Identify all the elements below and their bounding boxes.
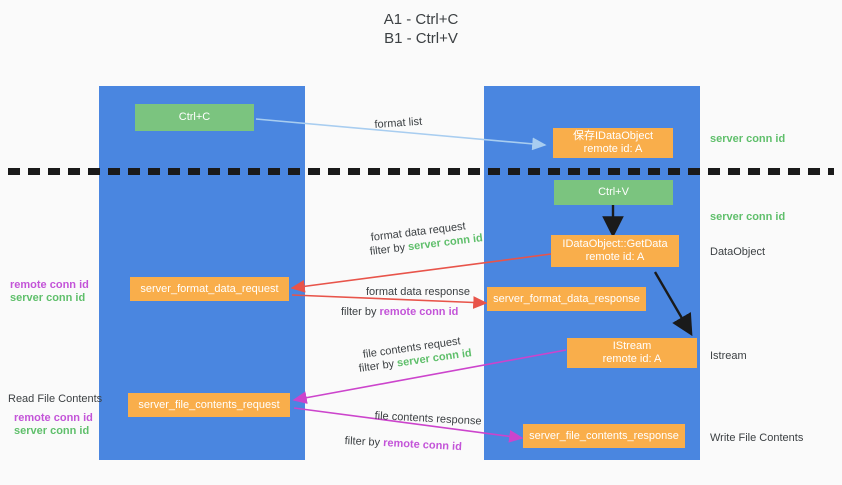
filter-prefix: filter by [358,357,398,375]
filter-prefix: filter by [341,306,380,318]
box-server-file-contents-request[interactable]: server_file_contents_request [128,393,290,417]
box-ctrl-c[interactable]: Ctrl+C [135,104,254,131]
label-right-write-file-contents: Write File Contents [710,432,804,444]
label-left-read-file-contents: Read File Contents [8,393,103,405]
label-right-server-conn-id-mid: server conn id [710,211,786,223]
label-left-remote-conn-id-2: remote conn id [14,412,93,424]
label-left-server-conn-id-2: server conn id [14,425,90,437]
label-right-server-conn-id-top: server conn id [710,133,786,145]
box-ctrl-v[interactable]: Ctrl+V [554,180,673,205]
label-left-remote-conn-id-1: remote conn id [10,279,89,291]
label-format-data-response: format data response [366,286,470,298]
filter-value-remote-conn-id: remote conn id [379,306,459,318]
label-right-dataobject: DataObject [710,246,766,258]
label-file-contents-response: file contents response [374,409,482,428]
box-server-format-data-response[interactable]: server_format_data_response [487,287,646,311]
label-left-server-conn-id-1: server conn id [10,292,86,304]
label-file-contents-response-filter: filter by remote conn id [344,434,462,455]
filter-value-remote-conn-id: remote conn id [382,437,463,454]
filter-prefix: filter by [344,434,384,449]
box-server-file-contents-response[interactable]: server_file_contents_response [523,424,685,448]
filter-prefix: filter by [369,241,409,258]
label-format-data-response-filter: filter by remote conn id [341,305,458,320]
phase-divider [8,168,834,175]
label-format-list: format list [374,115,423,131]
label-right-istream: Istream [710,350,747,362]
box-server-format-data-request[interactable]: server_format_data_request [130,277,289,301]
